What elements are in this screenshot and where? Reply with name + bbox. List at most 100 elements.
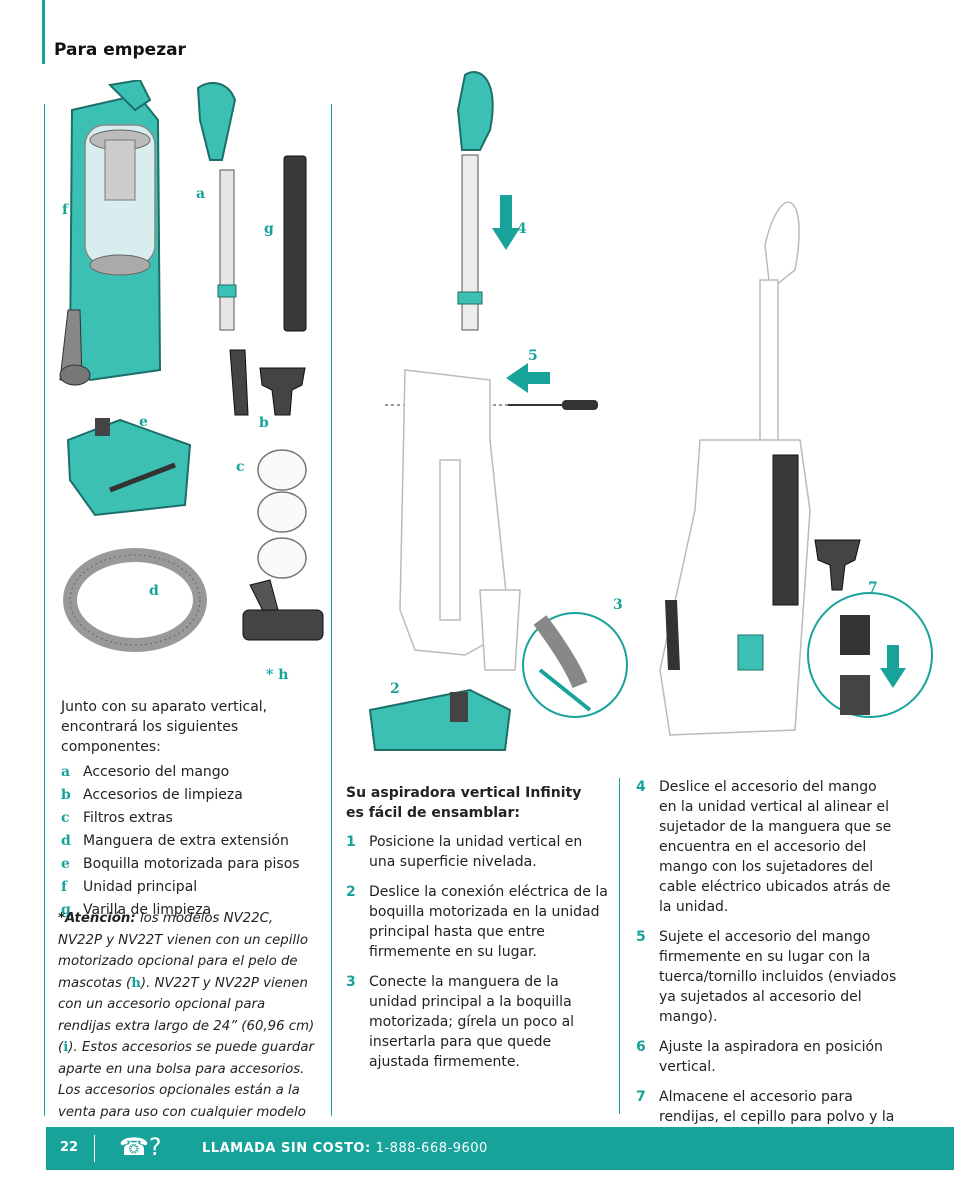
main-unit-drawing xyxy=(59,80,162,386)
list-item: c Filtros extras xyxy=(61,807,323,830)
step-text: Conecte la manguera de la unidad princip… xyxy=(369,974,575,1070)
stored-brush-drawing xyxy=(814,539,861,591)
assembly-steps-right: 4 Deslice el accesorio del mango en la un… xyxy=(636,777,898,1157)
wand-detail-circle xyxy=(807,592,933,718)
label-f: f xyxy=(62,202,69,218)
step-number: 6 xyxy=(636,1039,646,1055)
step-number: 4 xyxy=(636,779,646,795)
footer-bar: 22 ☎? LLAMADA SIN COSTO: 1-888-668-9600 xyxy=(46,1127,954,1170)
assembly-steps-left: 1 Posicione la unidad vertical en una sup… xyxy=(346,832,608,1082)
diagram-step-7: 7 xyxy=(868,580,878,596)
note-h: h xyxy=(131,975,141,991)
step-text: Posicione la unidad vertical en una supe… xyxy=(369,834,583,870)
assembly-illustration xyxy=(368,71,933,751)
pet-brush-drawing xyxy=(242,579,324,641)
step-item: 2 Deslice la conexión eléctrica de la boq… xyxy=(346,882,608,962)
step-text: Deslice la conexión eléctrica de la boqu… xyxy=(369,884,608,960)
diagram-step-5: 5 xyxy=(528,348,538,364)
wand-drawing xyxy=(283,155,307,332)
cleaning-tools-drawing xyxy=(229,349,306,416)
item-key: e xyxy=(61,856,70,872)
stored-crevice-drawing xyxy=(665,600,680,670)
label-e: e xyxy=(139,414,148,430)
step-number: 2 xyxy=(346,884,356,900)
item-label: Manguera de extra extensión xyxy=(83,833,289,849)
handle-step4-drawing xyxy=(456,71,494,331)
arrow-left-step5 xyxy=(506,363,550,393)
step-number: 1 xyxy=(346,834,356,850)
label-h: * h xyxy=(266,667,289,683)
note-part-2: ). NV22T y NV22P vienen con un accesorio… xyxy=(58,975,315,1056)
phone-icon: ☎? xyxy=(119,1133,162,1161)
hose-drawing xyxy=(63,548,207,652)
step-number: 5 xyxy=(636,929,646,945)
label-a: a xyxy=(196,186,206,202)
middle-rule xyxy=(331,104,332,1116)
upright-unit-drawing xyxy=(399,369,521,671)
phone-number: 1-888-668-9600 xyxy=(375,1141,488,1156)
label-c: c xyxy=(236,459,245,475)
page-title: Para empezar xyxy=(54,40,186,60)
note-part-3: ). Estos accesorios se puede guardar apa… xyxy=(58,1040,314,1141)
step-number: 3 xyxy=(346,974,356,990)
step-text: Ajuste la aspiradora en posición vertica… xyxy=(659,1039,883,1075)
item-label: Unidad principal xyxy=(83,879,198,895)
diagram-step-3: 3 xyxy=(613,597,623,613)
step-item: 1 Posicione la unidad vertical en una sup… xyxy=(346,832,608,872)
step-number: 7 xyxy=(636,1089,646,1105)
diagram-step-4: 4 xyxy=(517,221,527,237)
note-i: i xyxy=(63,1040,69,1055)
arrow-down-step4 xyxy=(492,195,520,250)
item-key: g xyxy=(61,902,71,918)
label-b: b xyxy=(259,415,269,431)
item-key: c xyxy=(61,810,70,826)
step-item: 6 Ajuste la aspiradora en posición vertic… xyxy=(636,1037,898,1077)
label-d: d xyxy=(149,583,159,599)
item-key: b xyxy=(61,787,71,803)
components-list: a Accesorio del mango b Accesorios de limp… xyxy=(61,761,323,922)
hose-detail-circle xyxy=(522,612,628,718)
note-part-1: los modelos NV22C, NV22P y NV22T vienen … xyxy=(58,911,308,991)
page-number: 22 xyxy=(60,1140,79,1155)
header-accent-bar xyxy=(42,0,45,64)
list-item: d Manguera de extra extensión xyxy=(61,830,323,853)
assembly-heading: Su aspiradora vertical Infinity es fácil… xyxy=(346,785,582,821)
item-key: a xyxy=(61,764,71,780)
left-rule xyxy=(44,104,45,1116)
list-item: a Accesorio del mango xyxy=(61,761,323,784)
diagram-step-2: 2 xyxy=(390,681,400,697)
screwdriver-drawing xyxy=(562,400,598,410)
item-label: Boquilla motorizada para pisos xyxy=(83,856,300,872)
item-label: Accesorio del mango xyxy=(83,764,230,780)
step-text: Deslice el accesorio del mango en la uni… xyxy=(659,779,892,915)
intro-text: Junto con su aparato vertical, encontrar… xyxy=(61,699,268,755)
list-item: f Unidad principal xyxy=(61,876,323,899)
item-label: Filtros extras xyxy=(83,810,173,826)
note-heading: *Atención: xyxy=(58,911,136,926)
step-item: 4 Deslice el accesorio del mango en la un… xyxy=(636,777,898,917)
call-label: LLAMADA SIN COSTO: xyxy=(202,1141,371,1156)
step-text: Sujete el accesorio del mango firmemente… xyxy=(659,929,897,1025)
stored-wand-drawing xyxy=(772,454,799,606)
handle-drawing xyxy=(196,82,237,331)
toll-free-line: LLAMADA SIN COSTO: 1-888-668-9600 xyxy=(202,1141,488,1156)
list-item: b Accesorios de limpieza xyxy=(61,784,323,807)
item-key: f xyxy=(61,879,68,895)
nozzle-drawing xyxy=(66,418,192,517)
step-item: 3 Conecte la manguera de la unidad princi… xyxy=(346,972,608,1072)
item-key: d xyxy=(61,833,71,849)
attention-note: *Atención: los modelos NV22C, NV22P y NV… xyxy=(58,908,320,1145)
nozzle-step2-drawing xyxy=(368,688,512,751)
label-g: g xyxy=(264,221,274,237)
tool-clip-drawing xyxy=(737,634,764,671)
item-label: Varilla de limpieza xyxy=(83,902,212,918)
footer-divider xyxy=(94,1135,95,1162)
hose-drawing-rings xyxy=(69,554,201,646)
list-item: e Boquilla motorizada para pisos xyxy=(61,853,323,876)
components-intro: Junto con su aparato vertical, encontrar… xyxy=(61,697,323,922)
right-rule xyxy=(619,778,620,1114)
step-item: 5 Sujete el accesorio del mango firmement… xyxy=(636,927,898,1027)
components-illustration xyxy=(59,80,324,652)
list-item: g Varilla de limpieza xyxy=(61,899,323,922)
item-label: Accesorios de limpieza xyxy=(83,787,243,803)
